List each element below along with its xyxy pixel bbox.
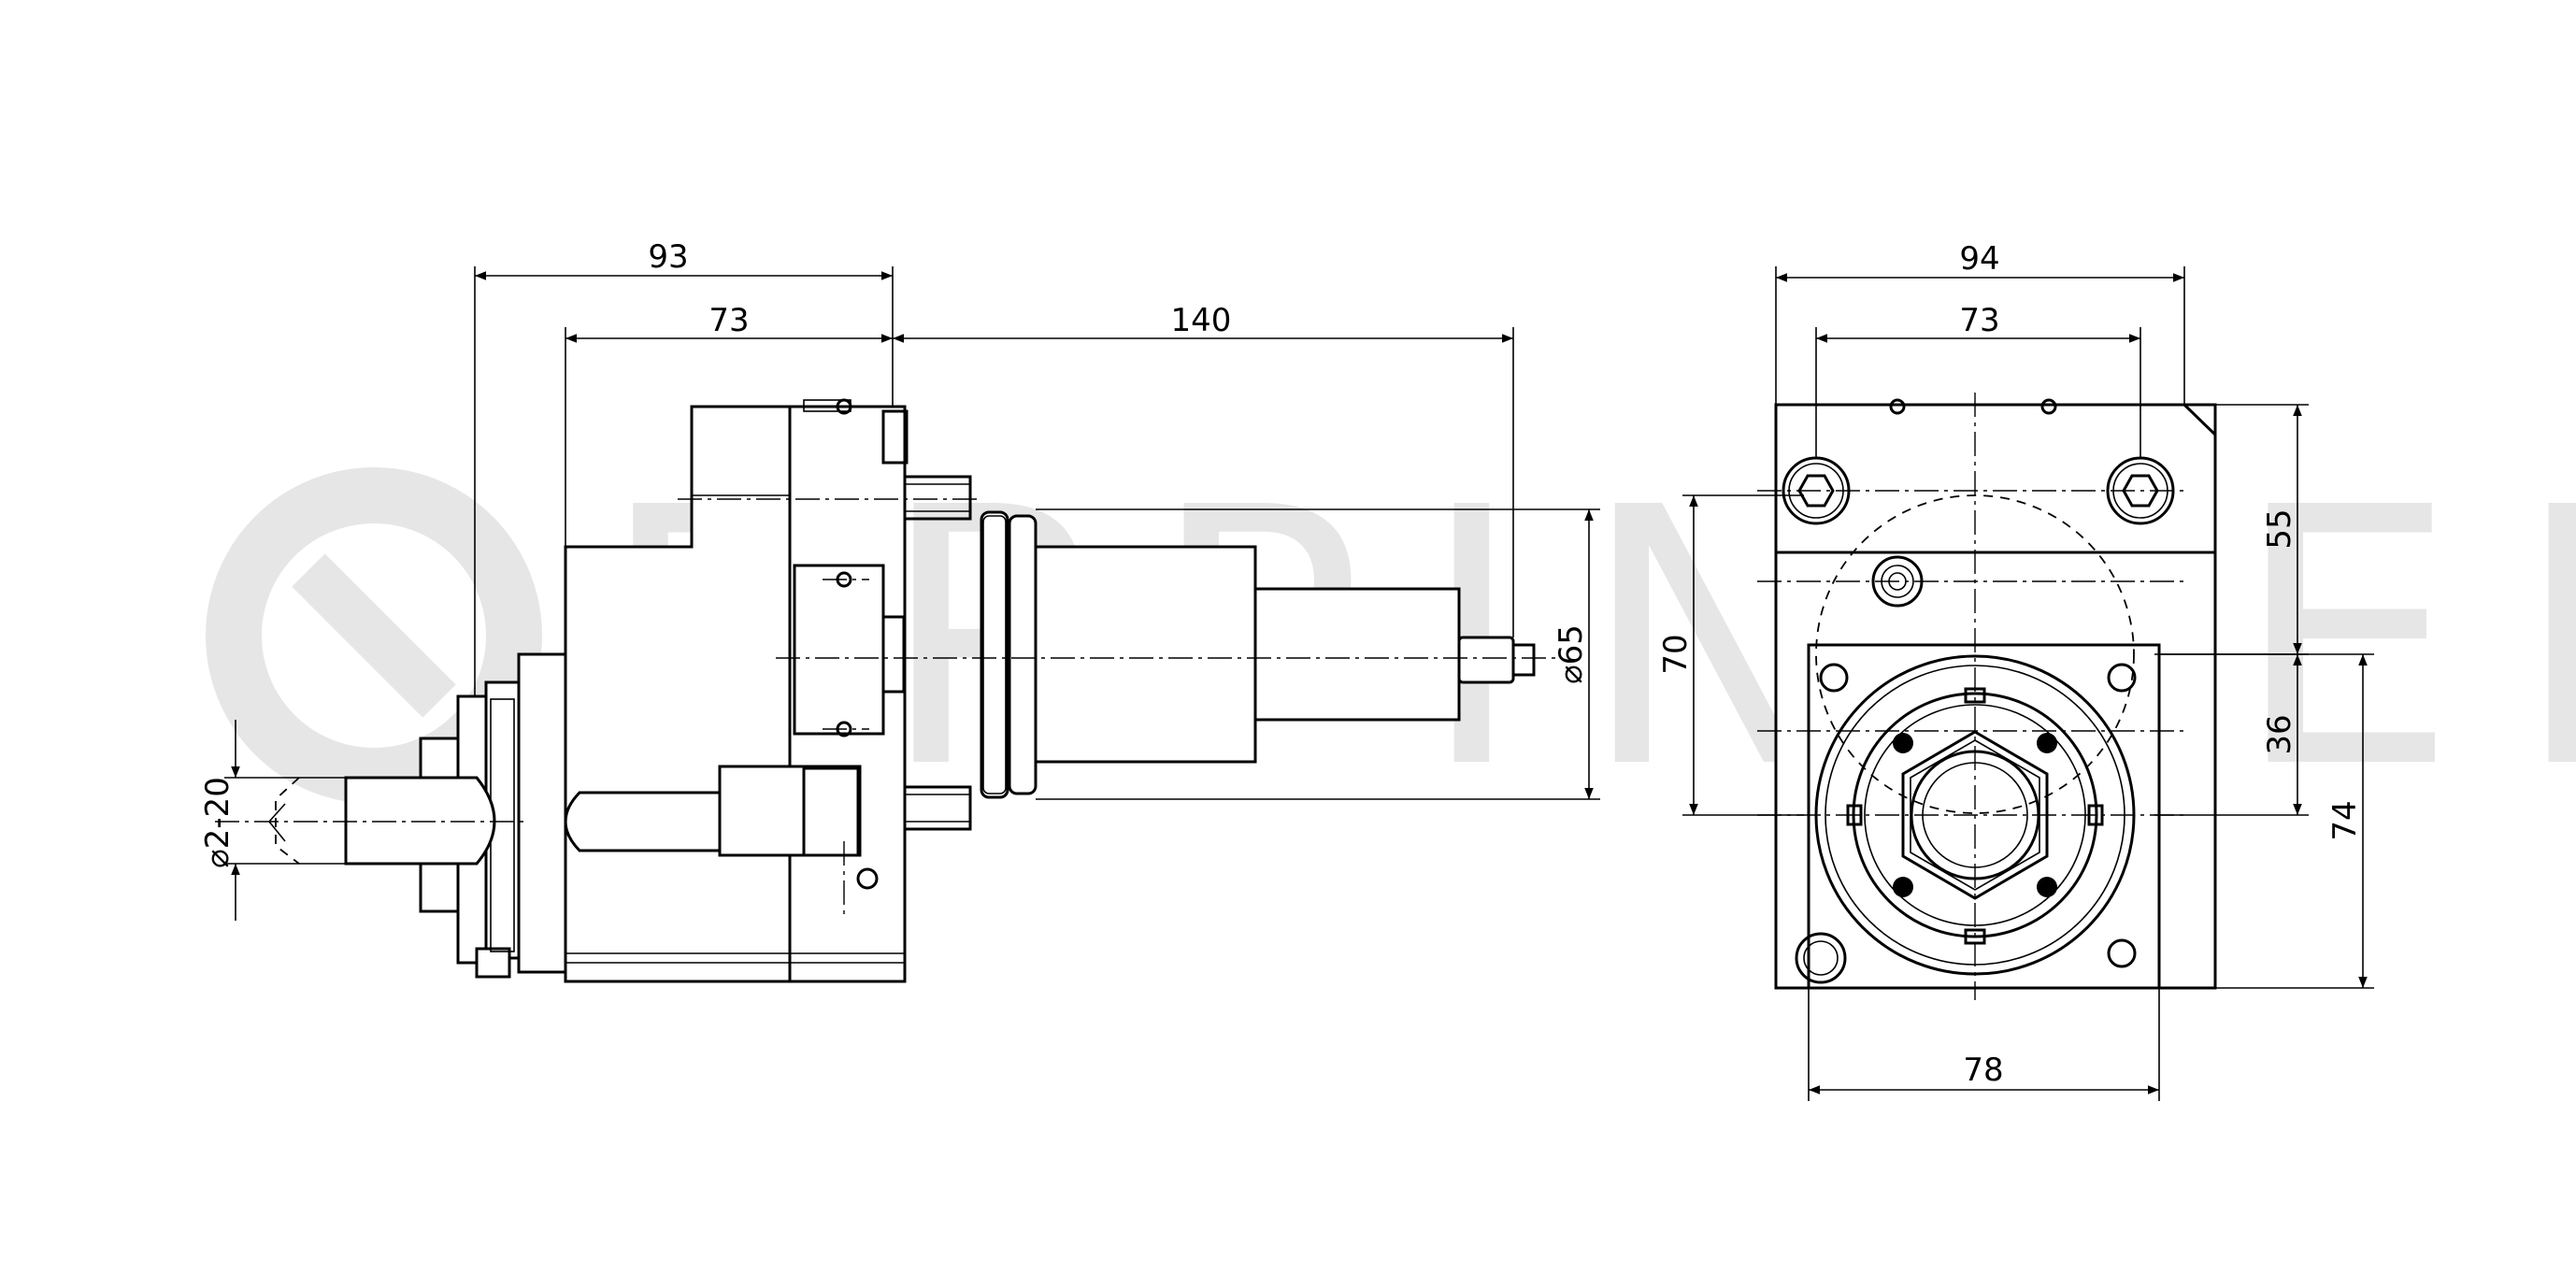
front-dimensions: 94 73 55 36 74 70 78 (1657, 240, 2374, 1101)
side-view (215, 398, 1561, 983)
dim-shank-diameter: ⌀65 (1553, 624, 1590, 684)
dim-top-height: 55 (2261, 508, 2298, 549)
flange-screw-icon (1795, 663, 2137, 984)
dim-overall-width: 94 (1959, 240, 1999, 278)
pitch-hole-icon (1893, 733, 2057, 897)
dim-bolt-spacing: 73 (1959, 302, 1999, 339)
screw-icon (1889, 398, 2057, 415)
dim-flange-width: 78 (1963, 1052, 2003, 1089)
dim-height-70: 70 (1657, 634, 1695, 674)
dim-body-length: 73 (708, 302, 749, 339)
dim-height-36: 36 (2261, 714, 2298, 754)
dim-overall-length: 93 (648, 238, 688, 276)
dim-shank-length: 140 (1171, 302, 1232, 339)
side-dimensions: 93 73 140 ⌀65 ⌀2-20 (199, 238, 1600, 921)
dim-collet-range: ⌀2-20 (199, 777, 236, 868)
hex-nut-icon (1901, 730, 2049, 900)
screw-icon (836, 398, 879, 890)
watermark-logo-icon (206, 467, 542, 804)
front-view (1757, 393, 2217, 1000)
dim-height-74: 74 (2326, 800, 2364, 840)
